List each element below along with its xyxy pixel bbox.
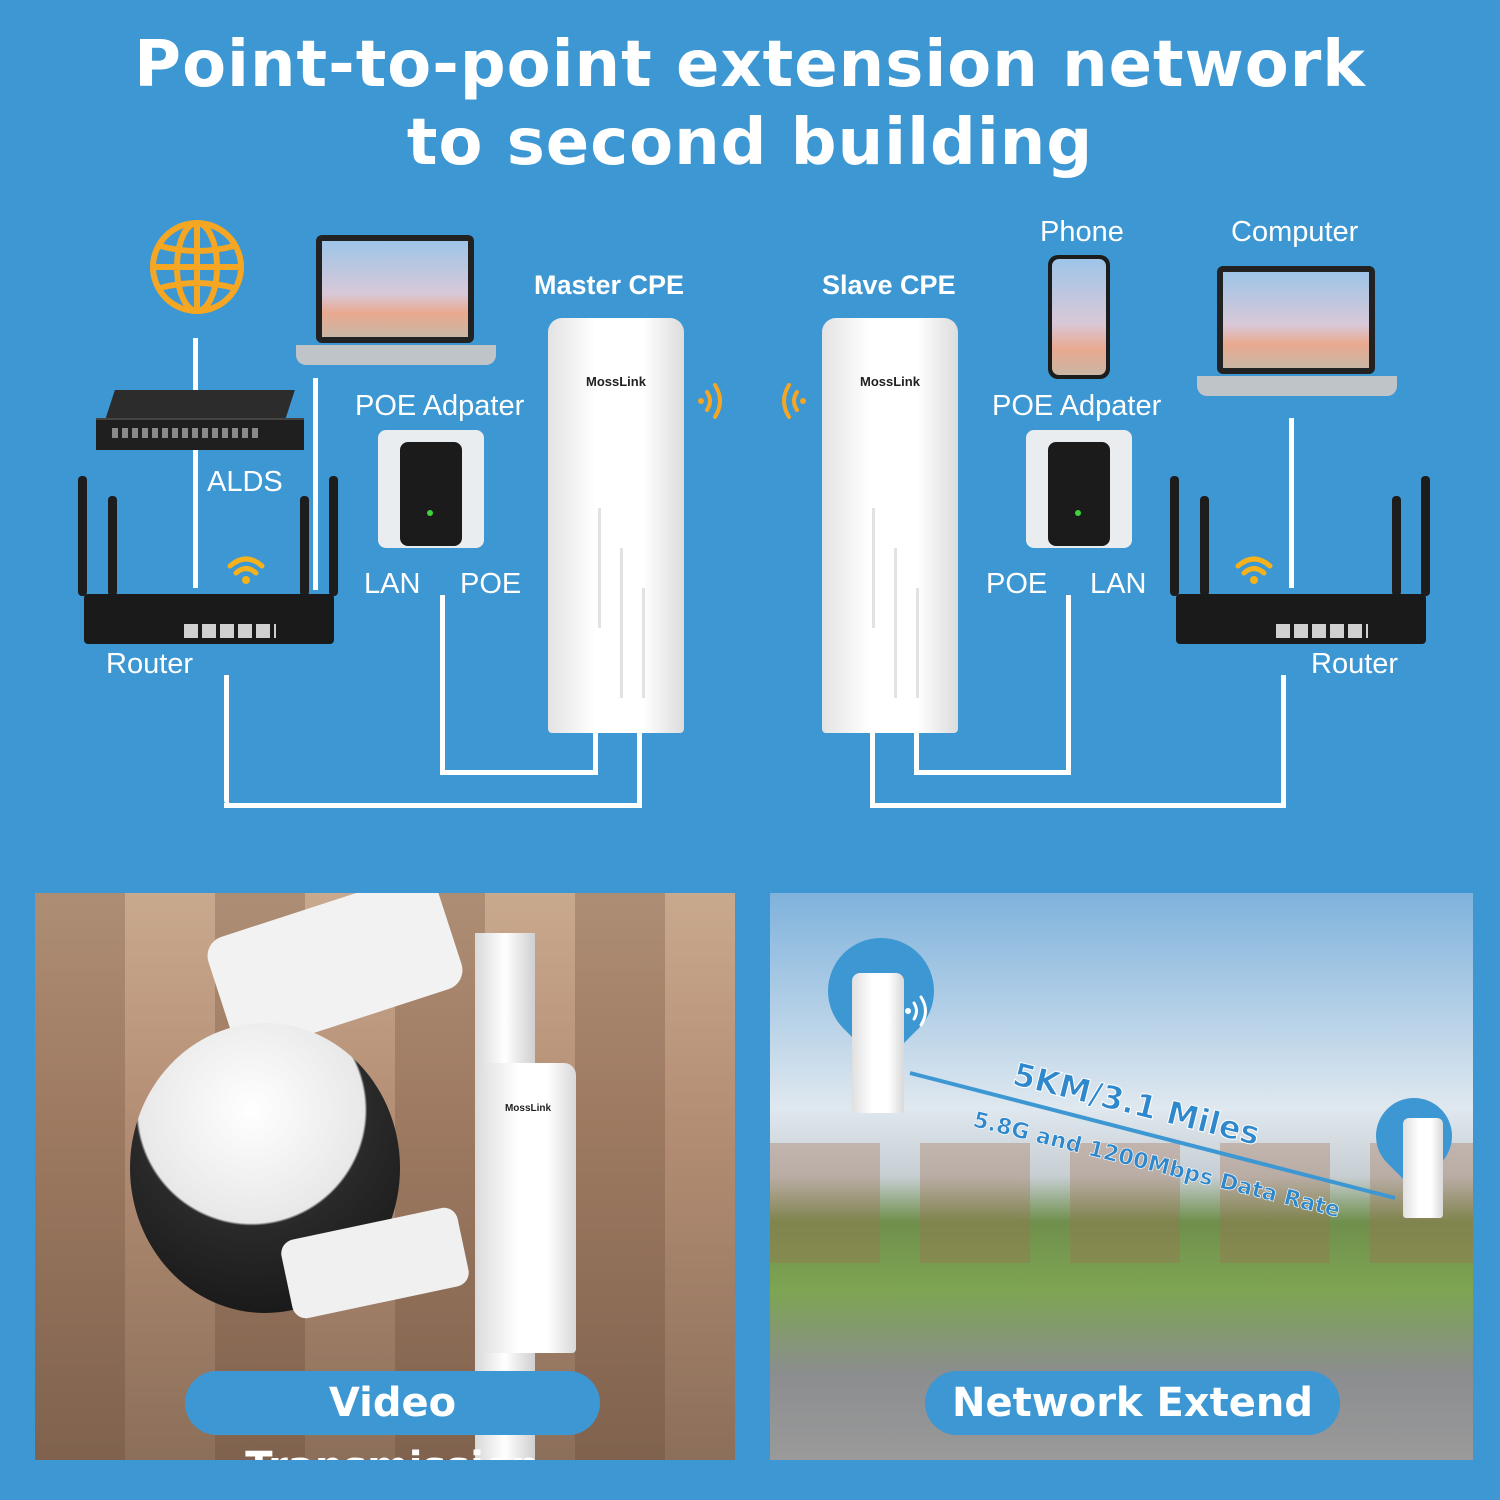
poe-adapter-right [1026,430,1132,548]
master-cpe-brand: MossLink [586,374,646,389]
poe-label-right: POE [986,568,1048,600]
laptop-left [296,235,496,380]
video-cpe-brand: MossLink [504,1103,552,1114]
laptop-right [1197,266,1397,411]
cpe-pin-left-device [852,973,904,1113]
lan-label-left: LAN [364,568,421,600]
master-cpe-label: Master CPE [534,270,685,300]
signal-icon-master [698,383,722,419]
router-right [1170,476,1430,651]
network-extend-panel: 5KM/3.1 Miles 5.8G and 1200Mbps Data Rat… [770,893,1473,1460]
poe-adapter-right-label: POE Adpater [992,390,1162,422]
router-right-label: Router [1311,648,1399,680]
title-line-2: to second building [406,106,1094,180]
network-diagram: ALDS Router POE Adpater LAN POE Master C… [0,200,1500,840]
slave-cpe-label: Slave CPE [822,270,956,300]
alds-switch [96,390,304,456]
video-transmission-caption: Video Transmission [185,1371,600,1460]
distance-line [909,1071,1396,1200]
poe-adapter-left [378,430,484,548]
wifi-icon-right [1235,556,1273,584]
poe-adapter-left-label: POE Adpater [355,390,525,422]
cpe-pin-right-device [1403,1118,1443,1218]
title-line-1: Point-to-point extension network [134,28,1366,102]
computer-label: Computer [1231,216,1359,248]
lan-label-right: LAN [1090,568,1147,600]
signal-icon-pin-left [905,995,927,1027]
globe-icon [150,220,244,314]
router-left [78,476,338,651]
slave-cpe-device: MossLink [822,318,958,733]
video-cpe-device: MossLink [480,1063,576,1353]
page-title: Point-to-point extension network to seco… [0,26,1500,182]
master-cpe-device: MossLink [548,318,684,733]
wifi-icon-left [227,556,265,584]
phone-label: Phone [1040,216,1124,248]
router-left-label: Router [106,648,194,680]
network-extend-caption: Network Extend [925,1371,1340,1435]
signal-icon-slave [782,383,806,419]
phone-device [1048,255,1110,379]
video-transmission-panel: MossLink Video Transmission [35,893,735,1460]
slave-cpe-brand: MossLink [860,374,920,389]
poe-label-left: POE [460,568,522,600]
alds-label: ALDS [207,466,283,498]
